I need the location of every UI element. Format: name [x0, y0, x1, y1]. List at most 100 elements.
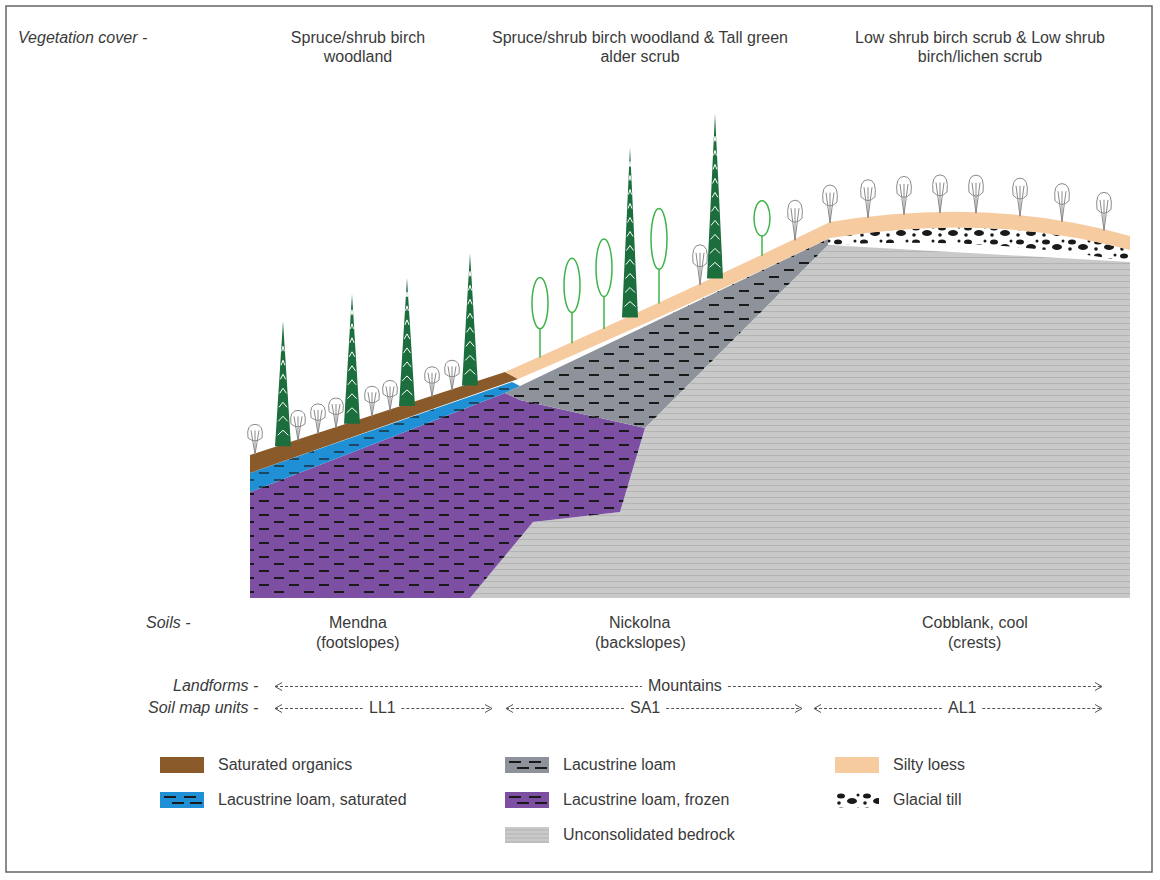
birch-shrub	[1013, 178, 1028, 216]
spruce-crown	[462, 253, 478, 385]
swatch-sample	[505, 792, 549, 808]
dashed-extent	[401, 708, 492, 709]
swatch-stripe	[505, 842, 549, 843]
dashed-extent	[982, 708, 1102, 709]
spruce-branch	[404, 334, 409, 339]
spruce-branch	[280, 374, 285, 379]
shrub-stem	[864, 187, 868, 217]
saturated-loam-dashes	[250, 382, 520, 492]
shrub-stem	[791, 208, 795, 240]
swatch-till	[835, 792, 879, 808]
spruce-branch	[281, 360, 285, 365]
shrub-stem	[294, 416, 298, 440]
shrub-stem	[900, 184, 904, 214]
spruce-branch	[351, 324, 354, 329]
shrub-stem	[298, 416, 302, 440]
spruce-branch	[349, 352, 355, 357]
shrub-stem	[255, 430, 259, 454]
spruce-branch	[714, 150, 717, 155]
spruce-crown	[622, 148, 638, 318]
spruce-tree	[462, 253, 478, 385]
legend-swatch	[835, 757, 879, 773]
alder-tree	[532, 278, 548, 358]
spruce-branch	[626, 260, 634, 265]
swatch-dash	[517, 802, 529, 804]
frame	[6, 6, 1152, 872]
legend-swatch	[505, 827, 549, 843]
birch-shrub	[823, 185, 838, 223]
spruce-branch	[467, 313, 473, 318]
swatch-dash	[529, 761, 541, 763]
spruce-branch	[467, 327, 474, 332]
swatch-dash	[529, 796, 541, 798]
birch-shrub	[383, 380, 398, 410]
spruce-branch	[712, 206, 719, 211]
swatch-sample	[505, 827, 549, 843]
swatch-sample	[835, 792, 879, 808]
spruce-branch	[282, 346, 285, 351]
extent-head	[275, 705, 282, 713]
section-label: LL1	[369, 698, 396, 717]
shrub-stem	[696, 253, 700, 285]
swatch-stripe	[505, 830, 549, 831]
frozen-loam-dashes	[250, 393, 645, 598]
section-label: Mendna	[329, 613, 387, 632]
spruce-branch	[349, 366, 356, 371]
shrub-stem	[1016, 186, 1020, 216]
spruce-branch	[347, 394, 356, 399]
shrub-stem	[1058, 191, 1062, 221]
spruce-branch	[627, 232, 633, 237]
shrub-stem	[830, 193, 834, 223]
shrub-stem	[452, 366, 456, 390]
shrub-stem	[332, 404, 336, 428]
birch-shrub	[425, 367, 440, 397]
dashed-extent	[728, 686, 1102, 687]
shrub-stem	[448, 366, 452, 390]
spruce-branch	[402, 376, 411, 381]
birch-shrub	[311, 404, 326, 434]
shrub-stem	[1062, 191, 1066, 221]
vegetation	[248, 113, 1112, 454]
extent-head	[1095, 705, 1102, 713]
swatch-dash	[172, 802, 184, 804]
alder-crown	[596, 239, 612, 297]
spruce-branch	[627, 218, 632, 223]
alder-tree	[754, 201, 770, 256]
section-label: SA1	[630, 698, 660, 717]
legend-text: Lacustrine loam	[563, 755, 676, 774]
shrub-stem	[940, 182, 944, 212]
alder-tree	[564, 258, 580, 343]
spruce-crown	[275, 321, 291, 446]
shrub-stem	[904, 184, 908, 214]
legend-text: Lacustrine loam, saturated	[218, 790, 407, 809]
spruce-branch	[351, 310, 353, 315]
swatch-stripe	[505, 834, 549, 835]
section-label: Mountains	[648, 676, 722, 695]
dashed-extent	[506, 708, 624, 709]
spruce-branch	[710, 262, 721, 267]
spruce-branch	[278, 416, 287, 421]
swatch-sample	[835, 757, 879, 773]
row-heading: Soils -	[146, 613, 190, 632]
shrub-stem	[372, 392, 376, 416]
section-label: (footslopes)	[316, 633, 400, 652]
spruce-branch	[626, 246, 633, 251]
spruce-tree	[622, 148, 638, 318]
spruce-branch	[710, 248, 720, 253]
section-label: Nickolna	[609, 613, 670, 632]
swatch-sample	[160, 757, 204, 773]
swatch-dash	[190, 802, 202, 804]
spruce-branch	[279, 402, 287, 407]
spruce-tree	[275, 321, 291, 446]
shrub-stem	[700, 253, 704, 285]
shrub-stem	[314, 410, 318, 434]
spruce-branch	[628, 190, 631, 195]
shrub-stem	[432, 373, 436, 397]
spruce-branch	[469, 271, 471, 276]
spruce-branch	[624, 302, 635, 307]
spruce-branch	[406, 306, 409, 311]
spruce-branch	[468, 299, 472, 304]
legend-swatch	[505, 757, 549, 773]
spruce-branch	[625, 288, 635, 293]
